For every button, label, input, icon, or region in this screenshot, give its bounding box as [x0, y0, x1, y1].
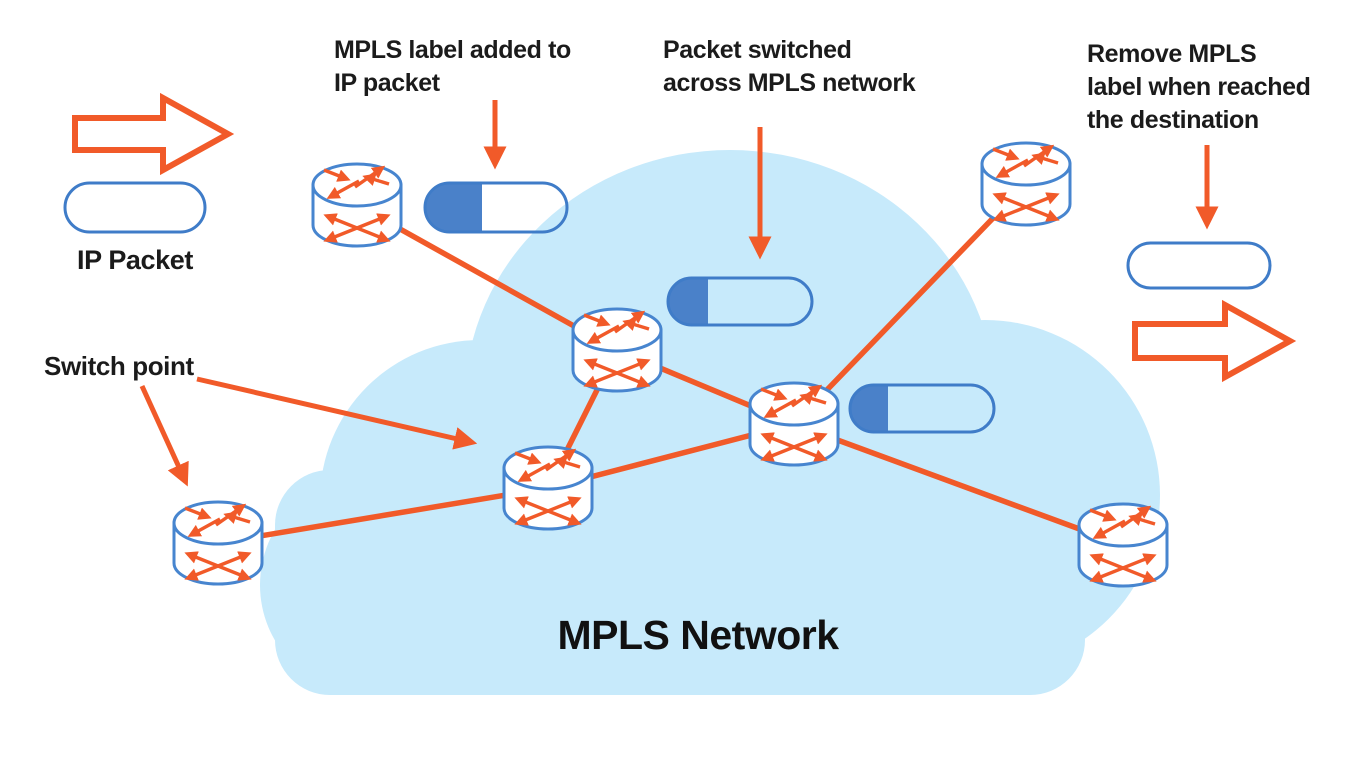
cloud-title: MPLS Network	[557, 612, 839, 658]
annotation-mpls-label-added: MPLS label added to IP packet	[334, 36, 571, 97]
router-icon-core	[750, 383, 838, 465]
annotation-remove-mpls-label: Remove MPLS label when reached the desti…	[1087, 40, 1311, 134]
labeled-packet-cloud-top-pill	[666, 276, 814, 327]
switch-point-arrow-left	[139, 384, 189, 487]
labeled-packet-ingress-pill	[423, 181, 569, 234]
link-core-to-topright	[791, 181, 1029, 427]
annotation-arrows	[483, 100, 1219, 260]
link-bottomleft-to-midleft	[215, 485, 551, 546]
switch-point-pointers	[139, 376, 478, 487]
router-icon-ingress	[313, 164, 401, 246]
ip-packet-pill	[63, 181, 207, 234]
labeled-packet-core-pill	[848, 383, 996, 434]
switch-point-arrow-right	[196, 376, 478, 450]
router-icon-top-right	[982, 143, 1070, 225]
link-core-to-bottomright	[791, 421, 1126, 548]
router-icon-top-middle	[573, 309, 661, 391]
mpls-label-segment-core	[850, 385, 888, 432]
switch-point-label: Switch point	[44, 351, 194, 381]
flow-arrow-in-icon	[72, 92, 235, 176]
annotation-packet-switched: Packet switched across MPLS network	[663, 36, 916, 97]
ip-packet-label: IP Packet	[77, 245, 193, 275]
packets	[63, 181, 1272, 434]
router-icon-middle-left	[504, 447, 592, 529]
router-icon-bottom-right	[1079, 504, 1167, 586]
egress-packet-pill	[1126, 241, 1272, 290]
router-icon-bottom-left	[174, 502, 262, 584]
mpls-label-segment-ingress	[425, 183, 482, 232]
mpls-label-segment-cloud-top	[668, 278, 708, 325]
flow-arrow-out-icon	[1132, 299, 1297, 383]
